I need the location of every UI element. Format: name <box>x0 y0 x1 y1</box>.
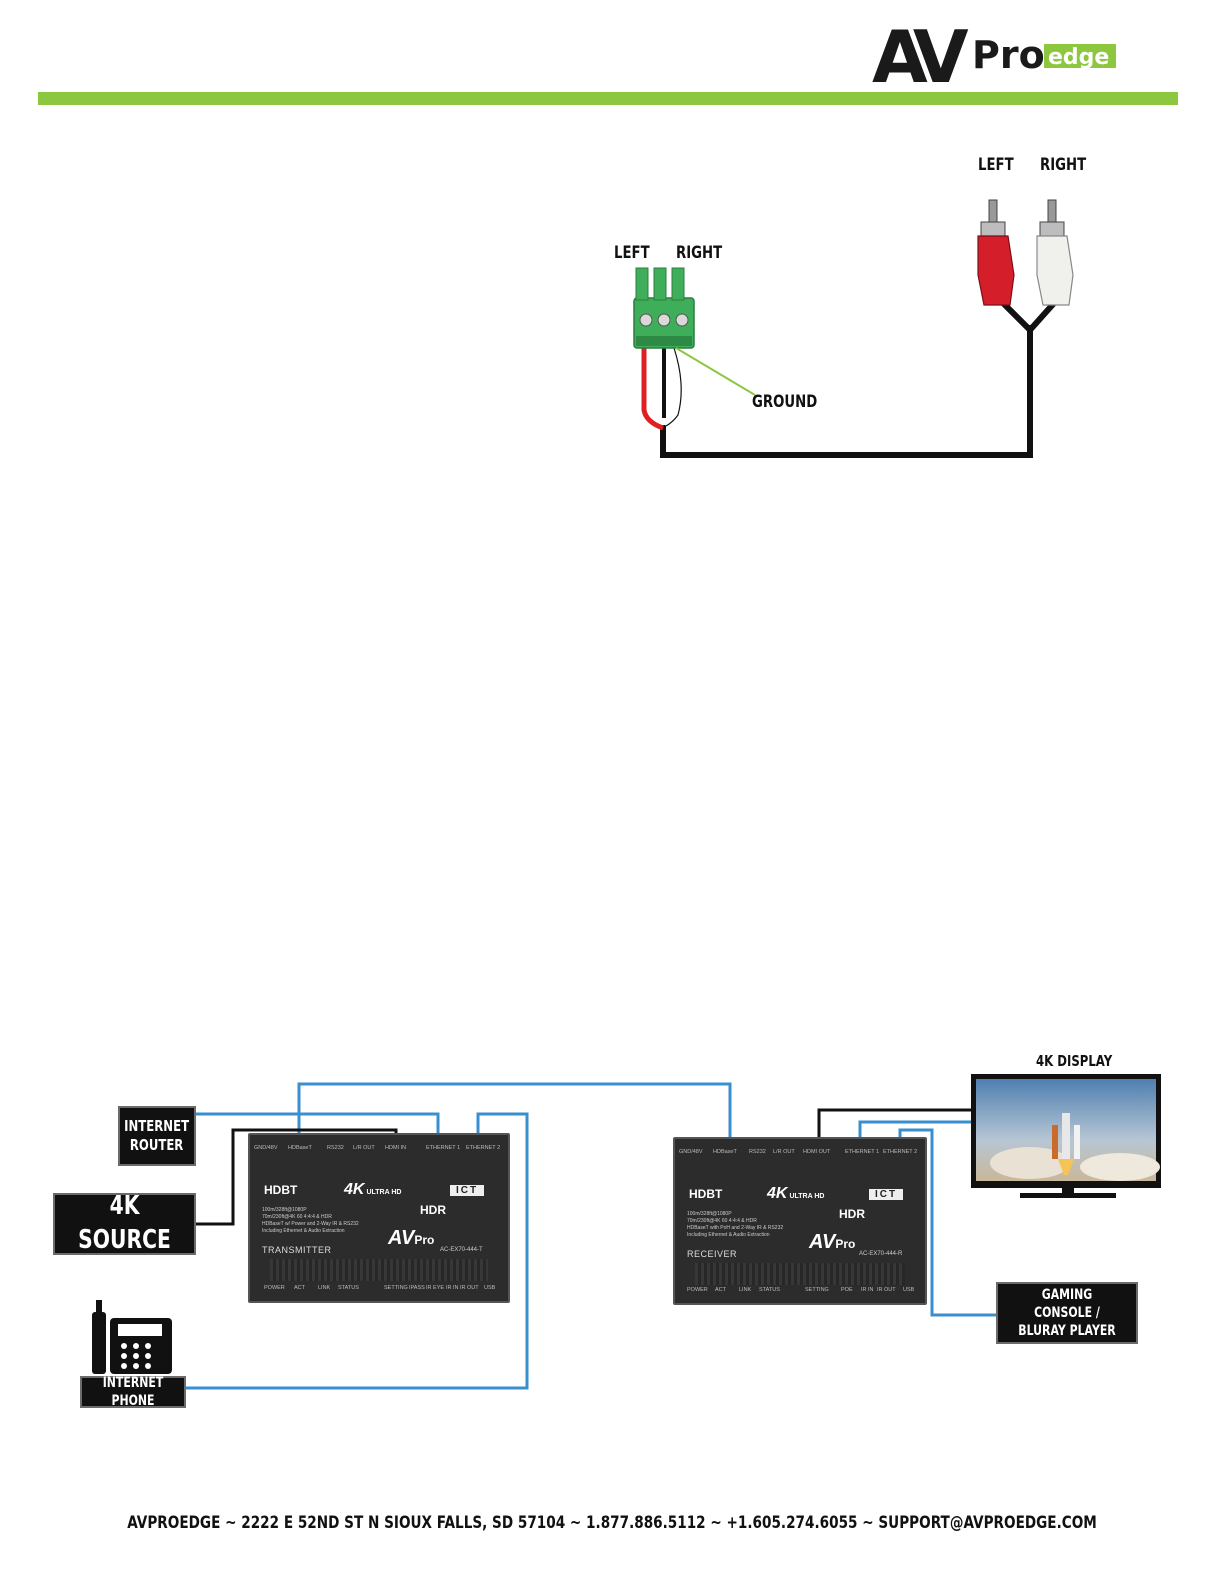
tx-port-rs232: RS232 <box>327 1145 344 1151</box>
rx-port-ethernet-1: ETHERNET 1 <box>845 1149 880 1155</box>
rx-vent-grille <box>695 1263 905 1285</box>
tx-port-lr-out: L/R OUT <box>353 1145 375 1151</box>
rx-hdr-logo: HDR <box>839 1207 865 1221</box>
tx-specs: 100m/328ft@1080P 70m/230ft@4K 60 4:4:4 &… <box>262 1207 359 1234</box>
gaming-console-label: GAMING CONSOLE / BLURAY PLAYER <box>1018 1286 1116 1340</box>
tx-port-ethernet-2: ETHERNET 2 <box>466 1145 501 1151</box>
tx-model: AC-EX70-444-T <box>440 1247 483 1253</box>
rca-left-label: LEFT <box>978 155 1014 175</box>
rx-led-link: LINK <box>739 1287 752 1293</box>
rca-connector-left <box>977 199 1015 306</box>
display-label: 4K DISPLAY <box>1036 1052 1113 1070</box>
rx-port-ir-in: IR IN <box>861 1287 874 1293</box>
tx-hdr-logo: HDR <box>420 1203 446 1217</box>
phone-label: INTERNET PHONE <box>102 1374 164 1409</box>
connection-lines <box>186 1082 997 1390</box>
transmitter-top-ports: GND/48V HDBaseT RS232 L/R OUT HDMI IN ET… <box>250 1139 508 1157</box>
tx-button-ipass: IPASS <box>409 1285 425 1291</box>
tx-led-power: POWER <box>264 1285 285 1291</box>
footer-contact: AVPROEDGE ~ 2222 E 52ND ST N SIOUX FALLS… <box>0 1513 1224 1533</box>
rx-led-act: ACT <box>715 1287 726 1293</box>
gaming-console-box: GAMING CONSOLE / BLURAY PLAYER <box>996 1282 1138 1344</box>
svg-text:Pro: Pro <box>972 33 1045 77</box>
rca-right-label: RIGHT <box>1040 155 1087 175</box>
avproedge-logo: AV Pro edge <box>872 15 1122 99</box>
rx-port-lr-out: L/R OUT <box>773 1149 795 1155</box>
rx-led-status: STATUS <box>759 1287 780 1293</box>
header-rule <box>38 92 1178 105</box>
svg-text:edge: edge <box>1048 45 1109 70</box>
transmitter-device: GND/48V HDBaseT RS232 L/R OUT HDMI IN ET… <box>248 1133 510 1303</box>
source-box: 4K SOURCE <box>53 1191 196 1255</box>
tx-port-usb: USB <box>484 1285 496 1291</box>
internet-router-label: INTERNET ROUTER <box>124 1116 190 1155</box>
rca-connector-right <box>1036 199 1074 306</box>
audio-wiring-diagram <box>633 199 1074 458</box>
receiver-top-ports: GND/48V HDBaseT RS232 L/R OUT HDMI OUT E… <box>675 1143 925 1161</box>
tx-port-hdbaset: HDBaseT <box>288 1145 312 1151</box>
rx-port-hdbaset: HDBaseT <box>713 1149 737 1155</box>
tx-ict-logo: ICT <box>450 1185 485 1196</box>
rx-button-setting: SETTING <box>805 1287 829 1293</box>
tx-role: TRANSMITTER <box>262 1245 332 1255</box>
tx-port-ir-in: IR IN <box>446 1285 459 1291</box>
internet-router-box: INTERNET ROUTER <box>118 1106 196 1166</box>
source-label: 4K SOURCE <box>78 1191 171 1255</box>
rx-specs: 100m/328ft@1080P 70m/230ft@4K 60 4:4:4 &… <box>687 1211 784 1238</box>
phoenix-left-label: LEFT <box>614 243 650 263</box>
rx-model: AC-EX70-444-R <box>859 1251 903 1257</box>
receiver-bottom-leds: POWER ACT LINK STATUS SETTING POE IR IN … <box>675 1287 925 1299</box>
tx-hdbt-logo: HDBT <box>264 1183 298 1197</box>
tx-port-gnd: GND/48V <box>254 1145 278 1151</box>
rx-role: RECEIVER <box>687 1249 738 1259</box>
tx-led-link: LINK <box>318 1285 331 1291</box>
rx-port-gnd: GND/48V <box>679 1149 703 1155</box>
transmitter-bottom-leds: POWER ACT LINK STATUS SETTING IPASS IR E… <box>250 1285 508 1297</box>
tx-led-status: STATUS <box>338 1285 359 1291</box>
phoenix-connector <box>633 267 695 349</box>
ground-label: GROUND <box>752 392 818 412</box>
rx-port-rs232: RS232 <box>749 1149 766 1155</box>
display-icon <box>971 1074 1161 1198</box>
rx-hdbt-logo: HDBT <box>689 1187 723 1201</box>
rx-port-usb: USB <box>903 1287 915 1293</box>
tx-led-act: ACT <box>294 1285 305 1291</box>
receiver-device: GND/48V HDBaseT RS232 L/R OUT HDMI OUT E… <box>673 1137 927 1305</box>
tx-port-ethernet-1: ETHERNET 1 <box>426 1145 461 1151</box>
phone-icon <box>92 1300 172 1374</box>
phone-box: INTERNET PHONE <box>80 1374 186 1409</box>
rx-led-power: POWER <box>687 1287 708 1293</box>
rx-ict-logo: ICT <box>869 1189 904 1200</box>
rx-port-ethernet-2: ETHERNET 2 <box>883 1149 918 1155</box>
tx-brand-logo: AVPro <box>388 1227 435 1249</box>
tx-port-ir-eye: IR EYE <box>426 1285 445 1291</box>
footer-text: AVPROEDGE ~ 2222 E 52ND ST N SIOUX FALLS… <box>127 1513 1097 1533</box>
tx-port-ir-out: IR OUT <box>460 1285 479 1291</box>
svg-text:AV: AV <box>872 16 969 96</box>
rx-port-hdmi-out: HDMI OUT <box>803 1149 831 1155</box>
rx-port-ir-out: IR OUT <box>877 1287 896 1293</box>
rx-led-poe: POE <box>841 1287 853 1293</box>
tx-port-hdmi-in: HDMI IN <box>385 1145 407 1151</box>
tx-vent-grille <box>270 1259 488 1281</box>
phoenix-right-label: RIGHT <box>676 243 723 263</box>
rx-brand-logo: AVPro <box>809 1231 856 1253</box>
tx-button-setting: SETTING <box>384 1285 408 1291</box>
